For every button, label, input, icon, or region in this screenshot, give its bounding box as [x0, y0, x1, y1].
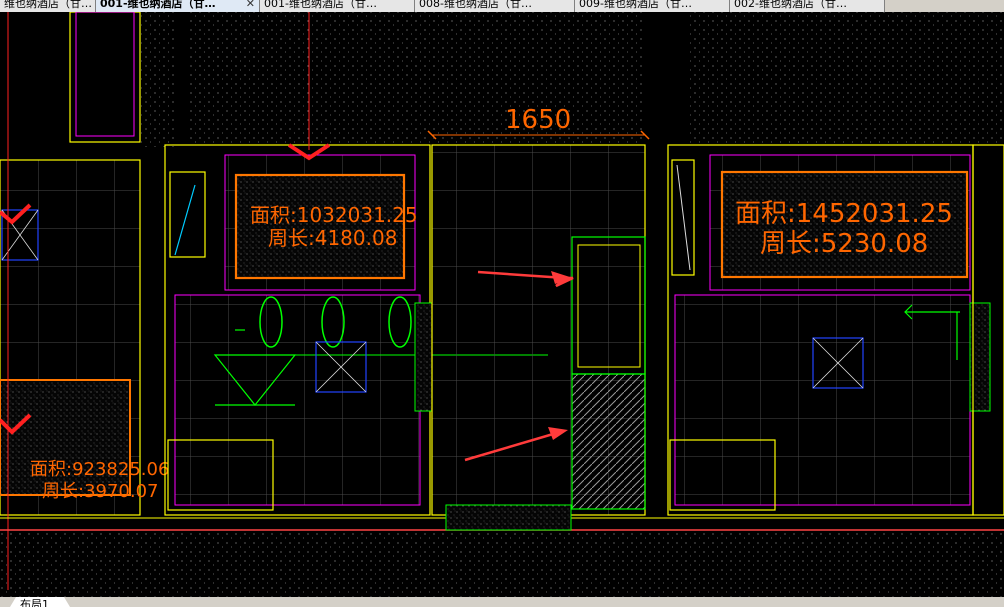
layout-tab-bar: 布局1 — [0, 597, 1004, 607]
toilet-fixture — [259, 296, 283, 348]
toilet-fixture — [321, 296, 345, 348]
doc-tab-2-active[interactable]: 001-维也纳酒店（甘… ✕ — [96, 0, 260, 12]
wall-texture — [690, 12, 1004, 145]
room-right-area: 面积:1452031.25 — [735, 199, 953, 229]
room-center-perimeter: 周长:4180.08 — [268, 226, 397, 250]
layout-tab[interactable]: 布局1 — [10, 597, 70, 607]
doc-tab-3[interactable]: 001-维也纳酒店（甘… — [260, 0, 415, 12]
room-left: 面积:923825.06 周长:3970.07 — [0, 12, 169, 590]
doc-tab-label: 002-维也纳酒店（甘… — [734, 0, 847, 10]
drawing-canvas[interactable]: 面积:923825.06 周长:3970.07 面积:1032031.25 周长… — [0, 12, 1004, 597]
doc-tab-label: 001-维也纳酒店（甘… — [100, 0, 216, 10]
doc-tab-label: 009-维也纳酒店（甘… — [579, 0, 692, 10]
shaft-area: 1650 — [427, 105, 650, 516]
document-tab-bar: 维也纳酒店（甘… 001-维也纳酒店（甘… ✕ 001-维也纳酒店（甘… 008… — [0, 0, 1004, 13]
doc-tab-label: 008-维也纳酒店（甘… — [419, 0, 532, 10]
doc-tab-1[interactable]: 维也纳酒店（甘… — [0, 0, 96, 12]
wall-texture — [140, 12, 175, 147]
room-right-perimeter: 周长:5230.08 — [760, 229, 928, 259]
corridor-texture — [0, 530, 1004, 597]
room-right: 面积:1452031.25 周长:5230.08 — [667, 144, 1004, 516]
annotation-arrow — [464, 430, 561, 462]
area-box-right — [720, 170, 969, 279]
room-left-area: 面积:923825.06 — [30, 459, 169, 480]
layout-tab-label: 布局1 — [20, 598, 49, 607]
doc-tab-4[interactable]: 008-维也纳酒店（甘… — [415, 0, 575, 12]
area-box-center — [234, 173, 406, 280]
dimension-label: 1650 — [505, 105, 571, 135]
doc-tab-label: 维也纳酒店（甘… — [4, 0, 92, 10]
door-opening — [445, 504, 572, 531]
toilet-fixture — [388, 296, 412, 348]
close-icon[interactable]: ✕ — [245, 0, 255, 10]
wall-texture — [190, 12, 645, 145]
doc-tab-6[interactable]: 002-维也纳酒店（甘… — [730, 0, 885, 12]
doc-tab-5[interactable]: 009-维也纳酒店（甘… — [575, 0, 730, 12]
doc-tab-label: 001-维也纳酒店（甘… — [264, 0, 377, 10]
room-center: 面积:1032031.25 周长:4180.08 — [164, 12, 548, 516]
room-center-area: 面积:1032031.25 — [250, 203, 418, 227]
room-left-perimeter: 周长:3970.07 — [42, 481, 159, 502]
